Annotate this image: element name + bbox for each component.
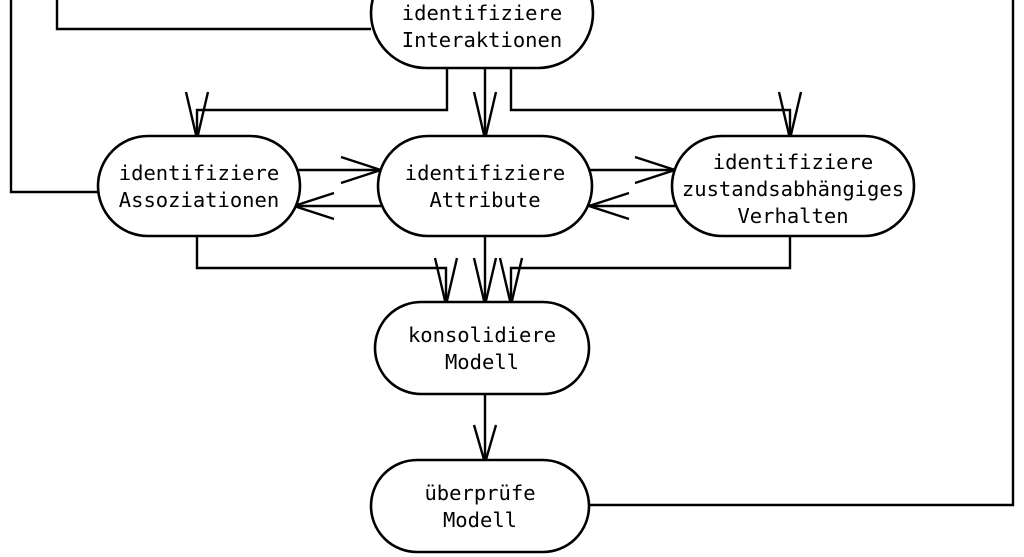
identify-attributes-label-line1: identifiziere <box>405 161 565 185</box>
edge-interactions-feedback-left <box>55 0 371 31</box>
node-identify-state-dependent-behaviour[interactable]: identifiziere zustandsabhängiges Verhalt… <box>670 134 916 238</box>
identify-interactions-label-line2: Interaktionen <box>402 28 562 52</box>
verify-model-label-line2: Modell <box>443 508 517 532</box>
consolidate-model-shape <box>373 300 591 396</box>
identify-state-dependent-behaviour-shape <box>670 134 916 238</box>
identify-associations-label-line1: identifiziere <box>119 161 279 185</box>
edge-behaviour-to-consolidate <box>509 234 792 304</box>
identify-interactions-label-line1: identifiziere <box>402 1 562 25</box>
identify-attributes-label-line2: Attribute <box>429 188 540 212</box>
node-identify-attributes[interactable]: identifiziere Attribute <box>376 134 594 238</box>
verify-model-shape <box>369 458 591 554</box>
identify-associations-shape <box>96 134 302 238</box>
identify-interactions-shape <box>369 0 595 70</box>
edge-interactions-to-behaviour <box>509 68 792 138</box>
node-consolidate-model[interactable]: konsolidiere Modell <box>373 300 591 396</box>
node-identify-interactions[interactable]: identifiziere Interaktionen <box>369 0 595 70</box>
identify-state-dependent-behaviour-label-line1: identifiziere <box>713 150 873 174</box>
identify-attributes-shape <box>376 134 594 238</box>
edge-feedback-into-associations <box>9 0 100 194</box>
node-identify-associations[interactable]: identifiziere Assoziationen <box>96 134 302 238</box>
identify-associations-label-line2: Assoziationen <box>119 188 279 212</box>
verify-model-label-line1: überprüfe <box>424 481 535 505</box>
edge-associations-to-consolidate <box>195 234 448 304</box>
consolidate-model-label-line1: konsolidiere <box>408 323 556 347</box>
identify-state-dependent-behaviour-label-line2: zustandsabhängiges <box>682 177 904 201</box>
edge-interactions-to-associations <box>195 68 449 138</box>
identify-state-dependent-behaviour-label-line3: Verhalten <box>737 204 848 228</box>
node-verify-model[interactable]: überprüfe Modell <box>369 458 591 554</box>
consolidate-model-label-line2: Modell <box>445 350 519 374</box>
edge-verify-feedback-right <box>587 0 1015 507</box>
